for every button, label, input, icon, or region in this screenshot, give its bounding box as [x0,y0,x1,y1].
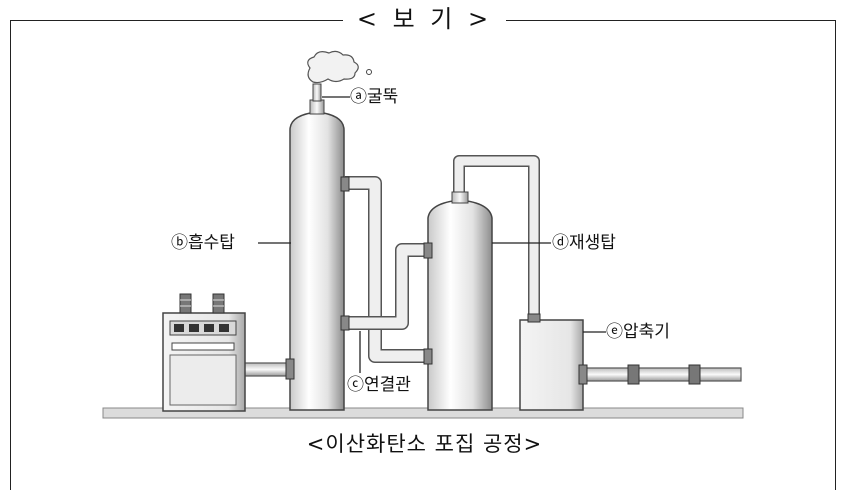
boiler-unit [162,293,246,412]
label-regenerator: ⓓ재생탑 [552,233,616,253]
outlet-pipe [582,367,742,382]
boiler-pipe [243,362,293,377]
compressor [519,313,588,411]
connecting-pipe-upper [345,176,428,363]
label-absorber: ⓑ흡수탑 [171,233,235,253]
label-chimney: ⓐ굴뚝 [350,87,399,107]
connecting-pipe-lower [345,243,428,330]
absorber-tower [285,83,350,411]
ground [102,407,744,419]
label-compressor: ⓔ압축기 [606,322,670,342]
label-connecting-pipe: ⓒ연결관 [347,375,411,395]
regenerator-tower [423,191,493,411]
boogi-title: < 보 기 > [0,2,849,36]
smoke [307,50,359,84]
diagram-caption: <이산화탄소 포집 공정> [306,432,543,456]
